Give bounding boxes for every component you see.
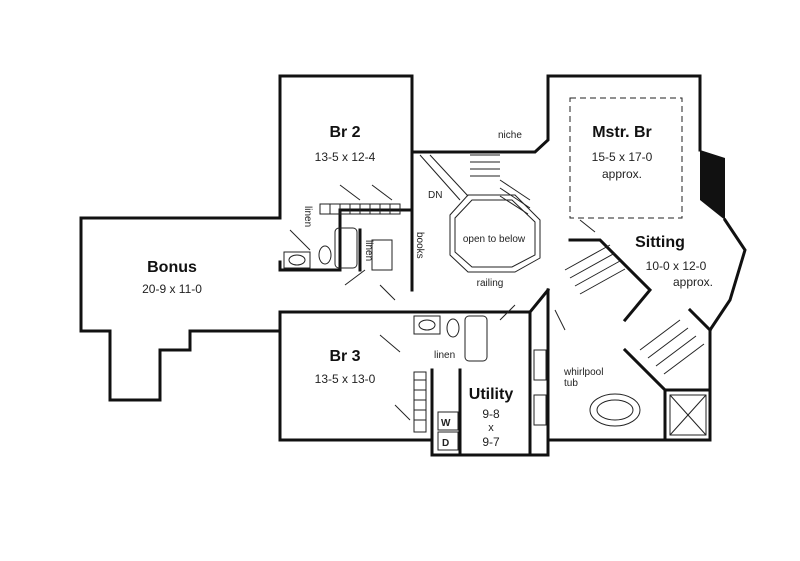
tray-ceiling	[569, 97, 683, 219]
utility-name: Utility	[469, 386, 514, 403]
dryer	[437, 431, 459, 451]
bonus-dims: 20-9 x 11-0	[142, 282, 202, 296]
walls	[79, 74, 747, 457]
sink	[283, 251, 311, 269]
mstr-name: Mstr. Br	[592, 124, 652, 141]
niche-label: niche	[498, 130, 522, 141]
dn-label: DN	[428, 190, 442, 201]
staircase	[419, 154, 531, 215]
dryer-label: D	[442, 438, 449, 449]
toilet	[318, 245, 332, 265]
linen-br2-label: linen	[302, 206, 313, 227]
bathtub-br3	[464, 315, 488, 362]
br3-name: Br 3	[329, 348, 360, 365]
washer	[437, 411, 459, 431]
whirlpool-tub	[589, 393, 641, 427]
utility-dim2: 9-7	[482, 435, 500, 449]
door-swings	[289, 184, 596, 421]
bonus-name: Bonus	[147, 259, 197, 276]
vanity-sink-2	[533, 394, 547, 426]
toilet-br3	[446, 318, 460, 338]
utility-dim1: 9-8	[482, 407, 500, 421]
shower	[669, 394, 707, 436]
sitting-note: approx.	[673, 275, 713, 289]
fixtures	[283, 97, 707, 451]
br2-dims: 13-5 x 12-4	[315, 150, 376, 164]
master-closet-shelves	[564, 244, 705, 375]
sitting-name: Sitting	[635, 234, 685, 251]
utility-x: x	[488, 422, 494, 434]
open-to-below-railing	[449, 194, 541, 273]
linen-hall-label: linen	[363, 240, 374, 261]
mstr-dims: 15-5 x 17-0	[592, 150, 653, 164]
room-labels: Br 2 13-5 x 12-4 Mstr. Br 15-5 x 17-0 ap…	[142, 124, 713, 449]
sink-br3	[413, 315, 441, 335]
linen-br3-label: linen	[434, 350, 455, 361]
washer-label: W	[441, 418, 451, 429]
open-to-below-label: open to below	[463, 234, 526, 245]
vanity-sink	[533, 349, 547, 381]
tub-label: tub	[564, 378, 578, 389]
books-label: books	[414, 232, 425, 259]
closet-br3	[413, 371, 427, 433]
mstr-note: approx.	[602, 167, 642, 181]
bathtub	[334, 227, 358, 269]
whirlpool-label: whirlpool	[563, 367, 603, 378]
annotation-labels: niche DN open to below railing whirlpool…	[302, 130, 603, 449]
br3-dims: 13-5 x 13-0	[315, 372, 376, 386]
br2-name: Br 2	[329, 124, 360, 141]
sitting-dims: 10-0 x 12-0	[646, 259, 707, 273]
railing-label: railing	[477, 278, 504, 289]
